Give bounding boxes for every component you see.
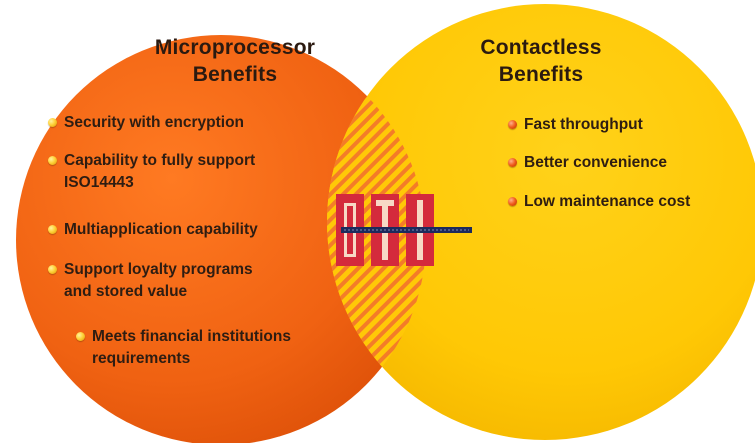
bullet-icon <box>48 225 57 234</box>
bullet-icon <box>508 120 517 129</box>
benefit-item: Low maintenance cost <box>508 191 690 213</box>
benefit-item: Support loyalty programs and stored valu… <box>48 259 253 303</box>
benefit-item: Fast throughput <box>508 114 643 136</box>
bullet-icon <box>508 197 517 206</box>
bullet-icon <box>508 158 517 167</box>
contactless-circle <box>327 4 755 440</box>
logo-tagline-bar <box>341 227 472 233</box>
contactless-heading: Contactless Benefits <box>441 34 641 88</box>
bullet-icon <box>48 156 57 165</box>
microprocessor-heading-line1: Microprocessor <box>154 36 316 59</box>
bullet-icon <box>76 332 85 341</box>
benefit-item: Meets financial institutions requirement… <box>76 326 291 370</box>
benefit-item: Security with encryption <box>48 112 244 134</box>
contactless-heading-line2: Benefits <box>498 63 584 86</box>
microprocessor-heading-line2: Benefits <box>192 63 278 86</box>
benefit-item: Capability to fully support ISO14443 <box>48 150 255 194</box>
benefit-item: Better convenience <box>508 152 667 174</box>
oti-logo <box>336 194 472 266</box>
microprocessor-circle <box>16 35 426 443</box>
microprocessor-heading: Microprocessor Benefits <box>125 34 345 88</box>
bullet-icon <box>48 265 57 274</box>
benefit-item: Multiapplication capability <box>48 219 258 241</box>
bullet-icon <box>48 118 57 127</box>
contactless-heading-line1: Contactless <box>480 36 602 59</box>
